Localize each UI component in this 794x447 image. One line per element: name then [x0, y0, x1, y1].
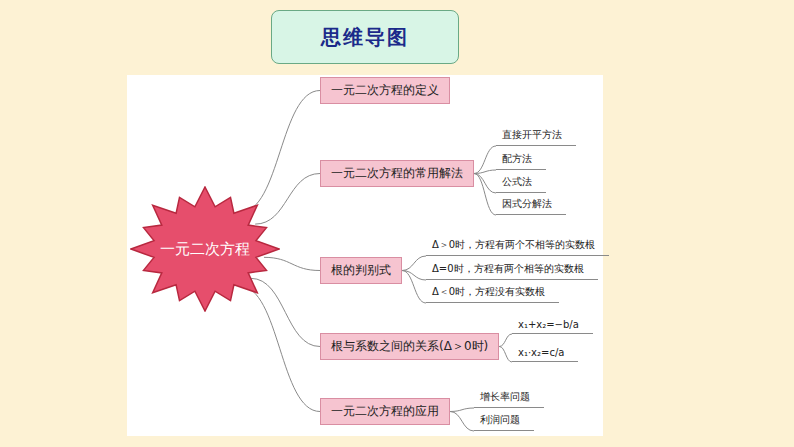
branch-connector	[264, 257, 320, 270]
branch-connector	[474, 174, 496, 216]
branch-box: 一元二次方程的应用	[320, 398, 450, 425]
node-text: 配方法	[502, 153, 532, 164]
leaf-item: 增长率问题	[474, 390, 544, 408]
node-text: 增长率问题	[480, 391, 530, 402]
node-text: Δ=0时，方程有两个相等的实数根	[432, 263, 584, 274]
branch-connector	[402, 271, 426, 304]
leaf-item: Δ＞0时，方程有两个不相等的实数根	[426, 238, 609, 256]
branch-connector	[450, 412, 474, 432]
leaf-item: 直接开平方法	[496, 128, 576, 146]
central-topic: 一元二次方程	[130, 186, 280, 312]
node-text: x₁·x₂=c/a	[518, 347, 564, 358]
node-text: 公式法	[502, 176, 532, 187]
branch-connector	[240, 286, 320, 411]
node-text: 直接开平方法	[502, 129, 562, 140]
node-text: Δ＜0时，方程没有实数根	[432, 286, 545, 297]
leaf-item: 因式分解法	[496, 197, 566, 215]
node-text: 一元二次方程	[160, 240, 250, 259]
branch-connector	[499, 347, 512, 363]
branch-connector	[499, 334, 512, 347]
leaf-item: Δ=0时，方程有两个相等的实数根	[426, 262, 598, 280]
node-text: 利润问题	[480, 414, 520, 425]
leaf-item: 公式法	[496, 175, 546, 193]
node-text: Δ＞0时，方程有两个不相等的实数根	[432, 239, 595, 250]
node-text: 因式分解法	[502, 198, 552, 209]
leaf-item: x₁+x₂=−b/a	[512, 319, 593, 334]
leaf-item: Δ＜0时，方程没有实数根	[426, 285, 559, 303]
branch-connector	[251, 278, 320, 346]
title-box: 思维导图	[271, 10, 459, 64]
branch-connector	[240, 91, 320, 213]
node-text: 一元二次方程的应用	[331, 404, 439, 418]
leaf-item: 利润问题	[474, 413, 534, 431]
node-text: x₁+x₂=−b/a	[518, 319, 579, 330]
branch-connector	[255, 174, 320, 225]
branch-connector	[474, 170, 496, 174]
branch-box: 根的判别式	[320, 257, 402, 284]
node-text: 根与系数之间的关系(Δ＞0时)	[331, 339, 488, 353]
branch-connector	[450, 408, 474, 412]
branch-connector	[474, 146, 496, 174]
branch-box: 根与系数之间的关系(Δ＞0时)	[320, 333, 499, 360]
node-text: 根的判别式	[331, 263, 391, 277]
node-text: 一元二次方程的定义	[331, 83, 439, 97]
branch-connector	[402, 256, 426, 271]
branch-connector	[474, 174, 496, 194]
branch-box: 一元二次方程的常用解法	[320, 160, 474, 187]
leaf-item: x₁·x₂=c/a	[512, 347, 578, 362]
leaf-item: 配方法	[496, 152, 546, 170]
branch-box: 一元二次方程的定义	[320, 77, 450, 104]
node-text: 一元二次方程的常用解法	[331, 166, 463, 180]
title-text: 思维导图	[321, 24, 409, 51]
